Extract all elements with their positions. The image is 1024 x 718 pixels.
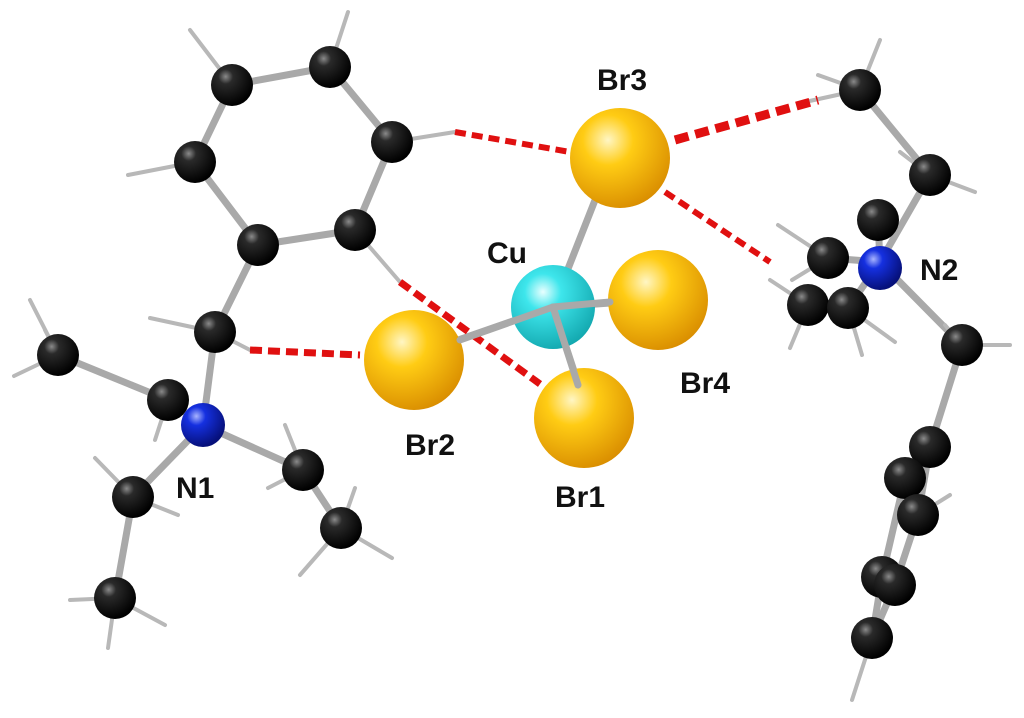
carbon-atom	[147, 379, 189, 421]
carbon-atom	[884, 457, 926, 499]
label-br2: Br2	[405, 429, 455, 462]
label-n2: N2	[920, 254, 958, 287]
label-br4: Br4	[680, 367, 730, 400]
carbon-atom	[174, 141, 216, 183]
label-br3: Br3	[597, 64, 647, 97]
carbon-atom	[787, 284, 829, 326]
bromine-atom-br3	[570, 108, 670, 208]
left-cation-atoms	[37, 46, 413, 619]
label-br1: Br1	[555, 481, 605, 514]
carbon-atom	[94, 577, 136, 619]
carbon-atom	[909, 426, 951, 468]
carbon-atom	[320, 507, 362, 549]
carbon-atom	[941, 324, 983, 366]
carbon-atom	[827, 287, 869, 329]
bromine-atom-br2	[364, 310, 464, 410]
carbon-atom	[112, 476, 154, 518]
label-n1: N1	[176, 472, 214, 505]
carbon-atom	[851, 617, 893, 659]
carbon-atom	[371, 121, 413, 163]
carbon-atom	[334, 209, 376, 251]
carbon-atom	[909, 154, 951, 196]
carbon-atom	[37, 334, 79, 376]
label-cu: Cu	[487, 237, 527, 270]
bromine-atom-br1	[534, 368, 634, 468]
atom-labels: Br3 Cu N2 Br4 Br2 N1 Br1	[176, 64, 958, 514]
carbon-atom	[839, 69, 881, 111]
right-cation-atoms	[787, 69, 983, 659]
bromine-atom-br4	[608, 250, 708, 350]
nitrogen-atom-n2	[858, 246, 902, 290]
carbon-atom	[857, 199, 899, 241]
carbon-atom	[874, 564, 916, 606]
carbon-atom	[194, 311, 236, 353]
carbon-atom	[897, 494, 939, 536]
hydrogen-bonds-sticks	[12, 10, 1012, 702]
carbon-atom	[807, 237, 849, 279]
nitrogen-atom-n1	[181, 403, 225, 447]
carbon-atom	[211, 64, 253, 106]
carbon-atom	[282, 449, 324, 491]
hydrogen-bond-contacts	[249, 95, 820, 387]
carbon-atom	[237, 224, 279, 266]
cubr4-anion	[364, 108, 708, 468]
carbon-atom	[309, 46, 351, 88]
